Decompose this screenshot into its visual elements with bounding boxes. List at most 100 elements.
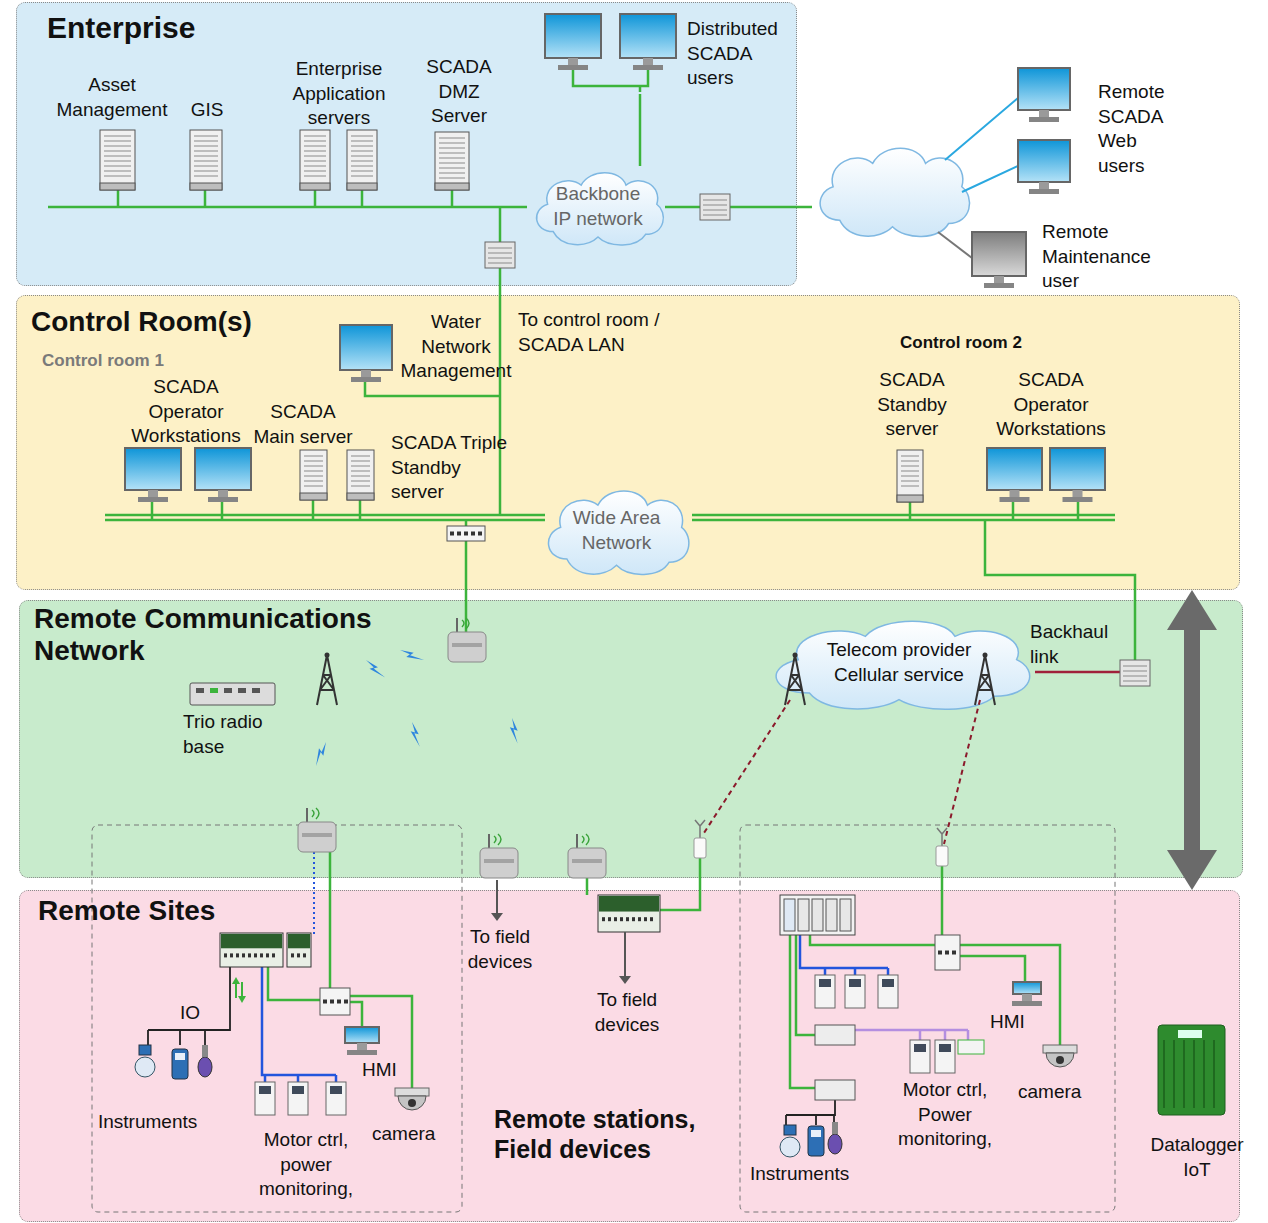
firewall-line bbox=[488, 263, 512, 264]
server-vent bbox=[439, 153, 465, 154]
radio-antenna bbox=[306, 808, 308, 822]
node-label: Backbone IP network bbox=[548, 182, 648, 231]
node-label: Trio radio base bbox=[183, 710, 279, 759]
zone-title: Remote Sites bbox=[38, 895, 438, 927]
plc-module bbox=[826, 899, 837, 931]
server-vent bbox=[104, 171, 131, 172]
camera-lens bbox=[1056, 1056, 1064, 1064]
monitor-stand bbox=[148, 490, 158, 497]
monitor-base bbox=[208, 497, 238, 502]
monitor-base bbox=[558, 65, 588, 70]
io-module bbox=[815, 1080, 855, 1100]
server-vent bbox=[194, 141, 218, 142]
network-cloud: Wide Area Network bbox=[539, 483, 694, 578]
monitor-stand bbox=[1073, 490, 1083, 497]
monitor-icon bbox=[987, 448, 1042, 490]
controller-terminal bbox=[260, 953, 263, 957]
sensor-icon bbox=[828, 1134, 842, 1154]
node-label: SCADA DMZ Server bbox=[413, 55, 505, 129]
drive-display bbox=[330, 1086, 342, 1094]
server-vent bbox=[351, 466, 370, 467]
switch-port bbox=[450, 532, 454, 536]
node-label: Remote SCADA Web users bbox=[1098, 80, 1182, 179]
arrowhead bbox=[1167, 590, 1217, 630]
cellular-modem bbox=[936, 846, 948, 866]
switch-port bbox=[952, 951, 956, 955]
node-label: Remote Maintenance user bbox=[1042, 220, 1168, 294]
monitor-base bbox=[1029, 117, 1059, 122]
server-base bbox=[435, 183, 469, 190]
server-vent bbox=[351, 176, 373, 177]
server-vent bbox=[901, 476, 919, 477]
server-vent bbox=[351, 486, 370, 487]
field-arrow bbox=[624, 932, 626, 977]
tower-top bbox=[983, 653, 988, 658]
server-vent bbox=[304, 166, 326, 167]
server-vent bbox=[304, 461, 323, 462]
datalogger-rib bbox=[1183, 1040, 1185, 1108]
firewall-line bbox=[703, 200, 727, 201]
server-vent bbox=[351, 156, 373, 157]
radio-link-bolt bbox=[364, 660, 388, 678]
server-vent bbox=[194, 161, 218, 162]
transmitter-icon bbox=[808, 1126, 824, 1156]
firewall-icon bbox=[485, 242, 515, 268]
controller-terminal bbox=[614, 917, 617, 921]
server-vent bbox=[104, 146, 131, 147]
label-text: Instruments bbox=[750, 1162, 880, 1187]
server-vent bbox=[351, 161, 373, 162]
server-vent bbox=[304, 141, 326, 142]
server-icon bbox=[435, 132, 469, 190]
monitor-icon bbox=[1018, 68, 1070, 110]
tower-top bbox=[325, 653, 330, 658]
server-vent bbox=[351, 146, 373, 147]
arrowhead bbox=[1167, 850, 1217, 890]
site-boundary bbox=[92, 825, 462, 1212]
server-vent bbox=[439, 178, 465, 179]
cloud-shape bbox=[528, 166, 668, 248]
monitor-stand bbox=[218, 490, 228, 497]
radio-signal bbox=[494, 834, 501, 845]
label-text: To control room / SCADA LAN bbox=[518, 308, 668, 357]
network-cloud: Telecom provider Cellular service bbox=[759, 613, 1039, 713]
monitor-base bbox=[1000, 497, 1030, 502]
motor-drive-icon bbox=[255, 1082, 275, 1115]
radio-modem-icon bbox=[480, 848, 518, 878]
server-vent bbox=[304, 146, 326, 147]
controller-terminal bbox=[626, 917, 629, 921]
fieldbus-link bbox=[262, 935, 888, 1082]
field-arrowhead bbox=[619, 976, 631, 984]
server-vent bbox=[351, 456, 370, 457]
server-vent bbox=[194, 151, 218, 152]
monitor-icon bbox=[1050, 448, 1105, 490]
switch-port bbox=[478, 532, 482, 536]
web-user-link bbox=[945, 98, 1018, 192]
server-vent bbox=[304, 176, 326, 177]
radio-link-bolt bbox=[400, 646, 424, 664]
radio-detail bbox=[484, 859, 514, 863]
rack-led bbox=[196, 688, 204, 693]
monitor-icon bbox=[972, 232, 1026, 276]
controller-terminal bbox=[297, 953, 300, 957]
label-text: camera bbox=[372, 1122, 442, 1147]
radio-signal bbox=[312, 808, 319, 819]
plc-module bbox=[840, 899, 851, 931]
ethernet-link bbox=[48, 70, 1135, 1088]
server-vent bbox=[439, 158, 465, 159]
motor-drive-icon bbox=[845, 975, 865, 1008]
server-vent bbox=[194, 171, 218, 172]
controller-band bbox=[599, 896, 659, 912]
cloud-outline bbox=[537, 173, 664, 245]
io-arrowhead bbox=[232, 977, 240, 984]
radio-modem-icon bbox=[568, 848, 606, 878]
controller-terminal bbox=[242, 953, 245, 957]
controller-terminal bbox=[608, 917, 611, 921]
label-text: Motor ctrl, power monitoring, bbox=[245, 1128, 367, 1202]
monitor-icon bbox=[620, 14, 676, 58]
drive-display bbox=[849, 979, 861, 987]
server-base bbox=[347, 183, 377, 190]
connector-line bbox=[639, 94, 642, 166]
internet-cloud bbox=[820, 148, 969, 236]
radio-modem-icon bbox=[298, 822, 336, 852]
